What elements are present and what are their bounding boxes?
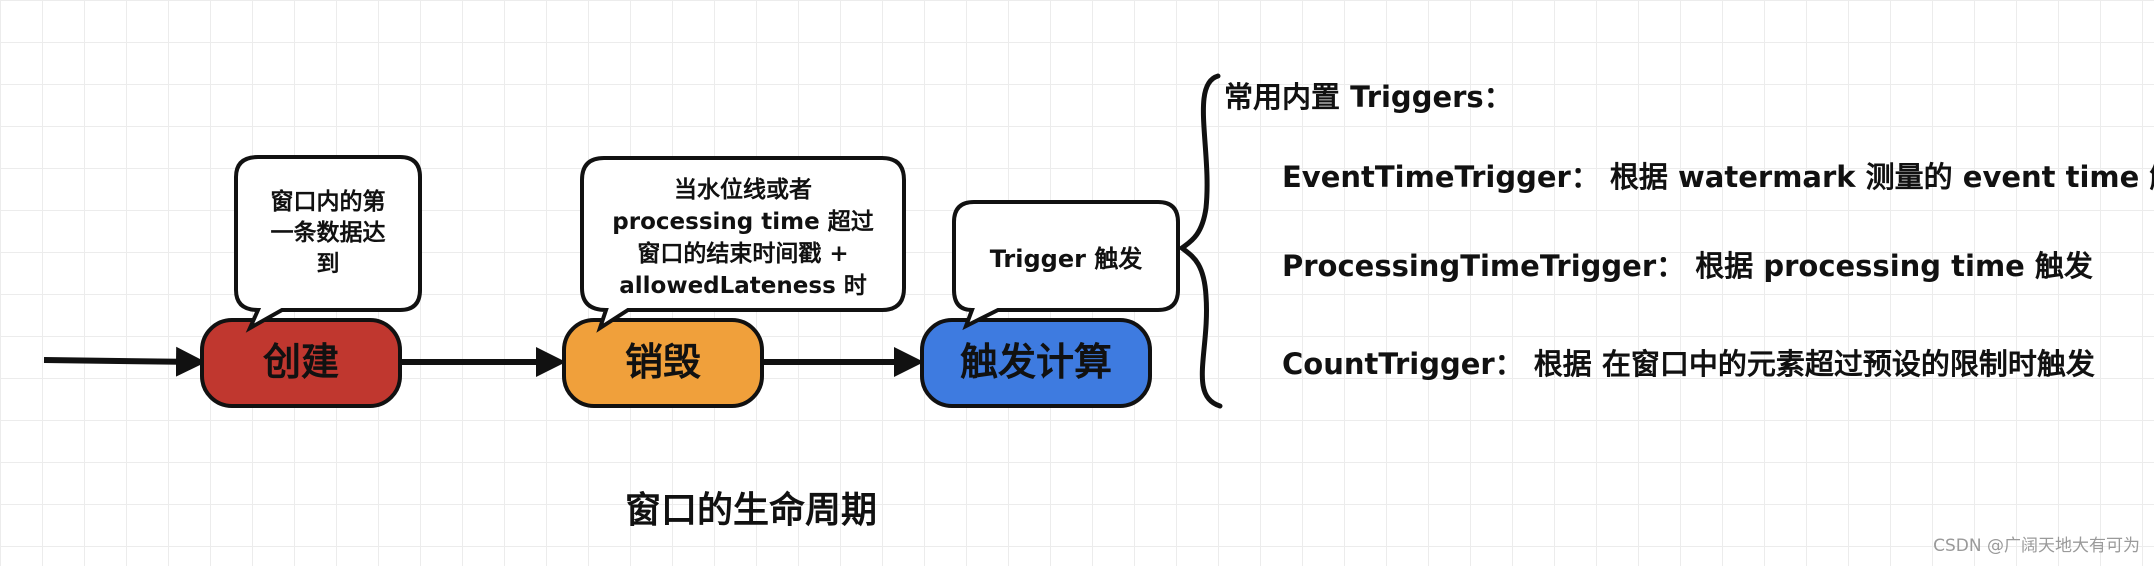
bubble-destroy-shape — [580, 156, 906, 333]
triggers-title: 常用内置 Triggers： — [1224, 80, 1513, 114]
bubble-compute-text: Trigger 触发 — [954, 244, 1178, 274]
bubble-create-line: 到 — [316, 251, 340, 277]
bubble-destroy-line: allowedLateness 时 — [619, 273, 867, 299]
bubble-create-shape — [234, 155, 422, 333]
node-compute-box — [920, 318, 1152, 408]
triggers-brace — [1177, 73, 1223, 409]
bubble-compute-line: Trigger 触发 — [989, 245, 1143, 273]
bubble-create-line: 一条数据达 — [270, 220, 386, 246]
csdn-watermark: CSDN @广阔天地大有可为 — [1933, 536, 2140, 556]
node-compute-label: 触发计算 — [959, 340, 1112, 384]
bubble-destroy-line: 当水位线或者 — [674, 177, 812, 203]
node-destroy-label: 销毁 — [624, 340, 701, 384]
arrow-entry — [43, 346, 206, 377]
trigger-item: EventTimeTrigger： 根据 watermark 测量的 event… — [1282, 160, 2154, 194]
trigger-item: ProcessingTimeTrigger： 根据 processing tim… — [1282, 249, 2093, 283]
bubble-destroy-line: 窗口的结束时间戳 + — [637, 241, 849, 267]
node-create-box — [200, 318, 402, 408]
trigger-item: CountTrigger： 根据 在窗口中的元素超过预设的限制时触发 — [1282, 347, 2095, 381]
node-destroy-box — [562, 318, 764, 408]
bubble-create-text: 窗口内的第 一条数据达 到 — [236, 187, 420, 280]
bubble-destroy-line: processing time 超过 — [612, 209, 874, 235]
bubble-destroy-text: 当水位线或者 processing time 超过 窗口的结束时间戳 + all… — [582, 174, 904, 302]
bubble-compute-shape — [952, 200, 1180, 331]
diagram-caption: 窗口的生命周期 — [625, 490, 878, 531]
node-create-label: 创建 — [262, 340, 339, 384]
bubble-create-line: 窗口内的第 — [270, 189, 386, 215]
